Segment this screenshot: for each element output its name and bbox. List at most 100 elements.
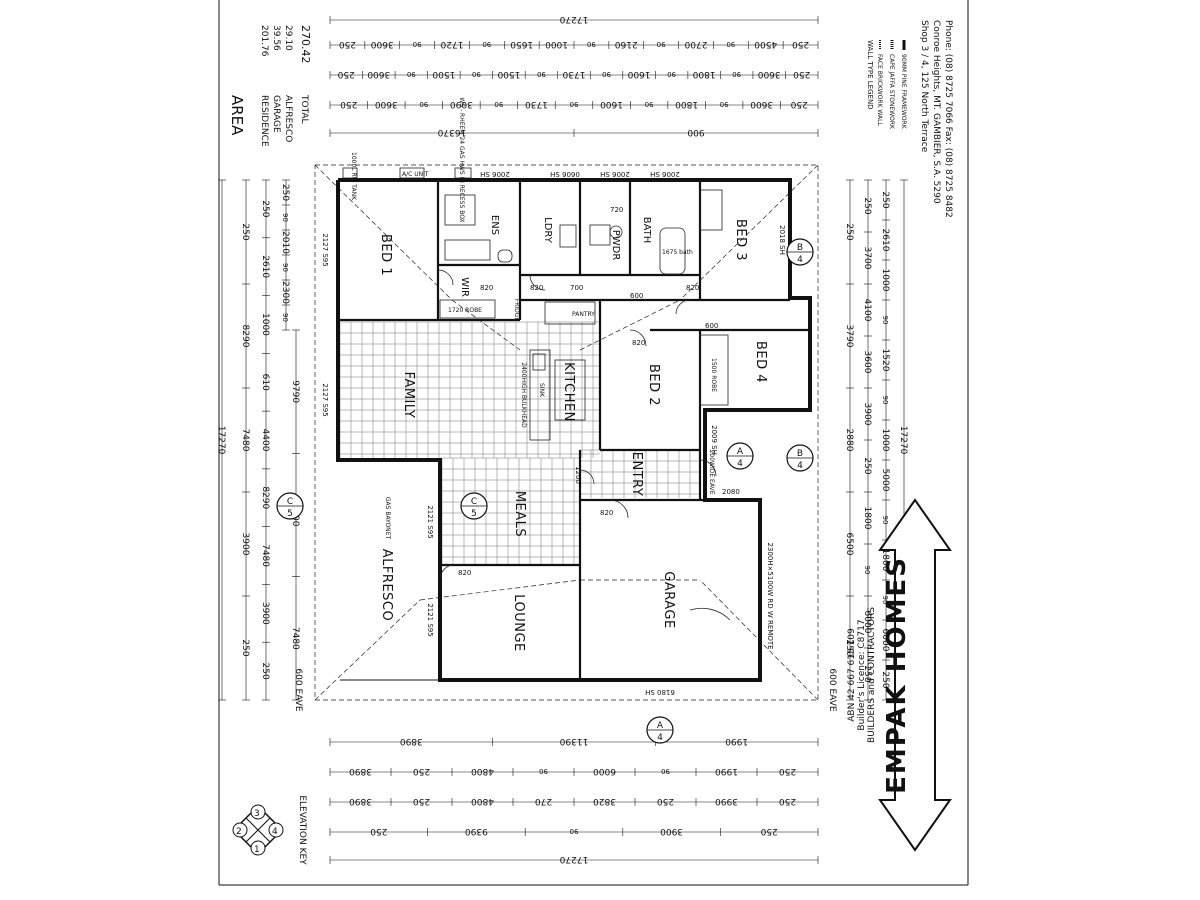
hws-box (454, 167, 472, 179)
room-label-bed-4: BED 4 (753, 341, 768, 383)
room-label-ldry: LDRY (542, 217, 553, 244)
right-dim-col3-5: 90 (881, 396, 889, 405)
right-dim-col3-6: 1000 (880, 429, 890, 452)
area-alfresco-value: 29.10 (283, 25, 293, 51)
left-dim-col2-0: 250 (260, 200, 270, 217)
left-dim-col3-4: 2300 (280, 281, 290, 304)
svg-text:5: 5 (471, 509, 477, 519)
label-top-window-a: 2006 SH (480, 170, 510, 178)
right-dim-col3-9: 1800 (880, 549, 890, 572)
left-dim-col3-1: 90 (281, 213, 289, 222)
elevation-key-label: ELEVATION KEY (297, 795, 307, 865)
legend-item-2: CAPE JAFFA STONEWORK (888, 54, 895, 130)
svg-text:4: 4 (737, 459, 743, 469)
company-address-1: Shop 3 / 4, 125 North Terrace (919, 20, 929, 153)
vanity-ens (444, 239, 491, 261)
right-dim-col1-3: 6500 (844, 533, 854, 556)
svg-text:C: C (287, 497, 293, 507)
right-dim-col3-2: 1000 (880, 269, 890, 292)
right-dim-col2-4: 3900 (862, 403, 872, 426)
top-dim-row3-9: 1800 (675, 99, 698, 109)
top-dim-row1-12: 4500 (754, 39, 777, 49)
left-dim-col1-2: 7480 (240, 429, 250, 452)
top-dim-row2-8: 90 (602, 70, 611, 78)
label-door-820a: 820 (600, 509, 613, 517)
label-eave-left: 600 EAVE (293, 668, 303, 711)
top-dim-row1-4: 90 (482, 40, 491, 48)
label-eave-200: 200WIDE EAVE (708, 450, 715, 495)
bottom-dim-overall-0: 17270 (559, 854, 588, 864)
top-dim-row1-6: 1000 (545, 39, 568, 49)
logo-arrow (878, 498, 952, 852)
right-dim-col1-0: 250 (844, 223, 854, 240)
label-window-2127b: 2127 S95 (321, 233, 329, 266)
top-dim-sub-0: 16370 (437, 127, 466, 137)
top-dim-row3-10: 90 (720, 100, 729, 108)
left-dim-col4-0: 9790 (290, 380, 300, 403)
room-label-bed-3: BED 3 (733, 219, 748, 261)
top-dim-row3-0: 250 (340, 99, 357, 109)
bottom-dim-row3-6: 3990 (715, 796, 738, 806)
label-fridge: FRIDGE (513, 299, 520, 322)
left-dim-col2-1: 2610 (260, 255, 270, 278)
bottom-dim-row1-0: 3890 (400, 736, 423, 746)
fixtures (342, 167, 729, 441)
svg-text:A: A (657, 721, 664, 731)
bottom-dim-row1-1: 11390 (559, 736, 588, 746)
top-dim-row2-9: 1600 (627, 69, 650, 79)
section-marker-a-3: A4 (726, 442, 754, 470)
bottom-dim-row3-3: 270 (535, 796, 552, 806)
room-label-bed-1: BED 1 (378, 234, 393, 276)
room-label-alfresco: ALFRESCO (379, 549, 394, 621)
bottom-dim-row3-1: 250 (413, 796, 430, 806)
label-robe-1720: 1720 ROBE (448, 307, 482, 314)
svg-text:4: 4 (797, 255, 803, 265)
bottom-dim-row2-3: 90 (539, 767, 548, 775)
label-bulkhead: 2400HIGH BULKHEAD (520, 362, 527, 428)
room-label-pwdr: PWDR (610, 230, 621, 261)
area-alfresco-label: ALFRESCO (283, 95, 293, 142)
right-dim-col2-8: 6000 (862, 611, 872, 634)
toilet-ens (497, 249, 513, 263)
bottom-dim-row4-3: 3900 (660, 826, 683, 836)
robe-bed2 (699, 334, 729, 406)
top-dim-row1-5: 1650 (510, 39, 533, 49)
robe-bed1 (439, 299, 496, 319)
left-dim-col2-7: 3900 (260, 602, 270, 625)
svg-text:5: 5 (287, 509, 293, 519)
left-dim-col2-6: 7480 (260, 544, 270, 567)
label-window-2121b: 2121 S95 (426, 505, 434, 538)
label-sink: SINK (538, 383, 545, 398)
bottom-dim-row2-2: 4800 (471, 766, 494, 776)
elevation-key: 1 2 3 4 ELEVATION KEY (232, 795, 307, 865)
bottom-dim-row4-0: 250 (370, 826, 387, 836)
label-door-820d: 820 (530, 284, 543, 292)
shower (444, 194, 476, 226)
label-door-720: 720 (610, 206, 623, 214)
label-ac-unit: A/C UNIT (402, 171, 429, 178)
top-dim-row1-2: 90 (413, 40, 422, 48)
top-dim-row2-3: 1500 (432, 69, 455, 79)
area-residence-label: RESIDENCE (259, 95, 269, 147)
room-label-bed-2: BED 2 (646, 364, 661, 406)
area-residence-value: 201.76 (259, 25, 269, 57)
bottom-dim-row3-7: 250 (779, 796, 796, 806)
kitchen-island (554, 359, 586, 421)
right-dim-col3-1: 2610 (880, 229, 890, 252)
top-dim-row3-7: 1600 (600, 99, 623, 109)
company-phone: Phone: (08) 8725 7066 Fax: (08) 8725 848… (943, 20, 953, 218)
top-dim-row1-10: 2700 (684, 39, 707, 49)
right-dim-col2-1: 3700 (862, 247, 872, 270)
right-dim-col2-5: 250 (862, 457, 872, 474)
ac-unit (399, 167, 425, 179)
svg-text:B: B (797, 243, 803, 253)
company-address: Shop 3 / 4, 125 North Terrace Conroe Hei… (919, 20, 953, 218)
left-dim-col2-3: 610 (260, 374, 270, 391)
legend-item-1: FACE BRICKWORK WALL (876, 54, 883, 126)
area-heading: AREA (228, 95, 246, 136)
bottom-dim-row2-0: 3890 (349, 766, 372, 776)
top-dim-row2-14: 250 (793, 69, 810, 79)
company-name: EMPAK HOMES (882, 556, 912, 794)
top-dim-row3-11: 3600 (750, 99, 773, 109)
company-logo: EMPAK HOMES BUILDERS and CONTRACTORS Bui… (847, 498, 952, 852)
